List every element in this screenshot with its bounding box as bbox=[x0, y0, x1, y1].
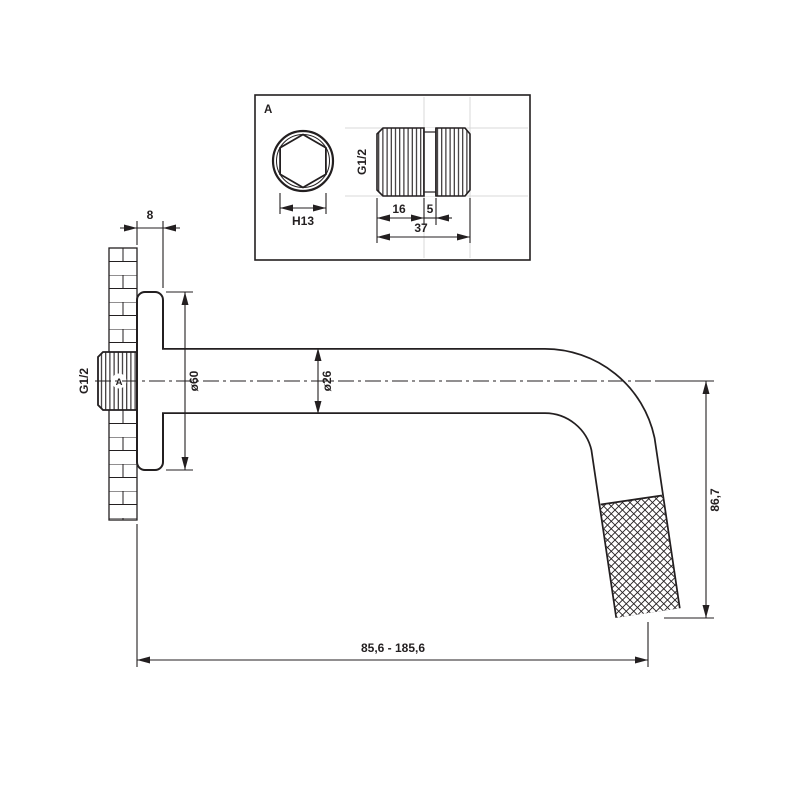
detail-marker-label: A bbox=[116, 377, 123, 388]
detail-box-label: A bbox=[264, 104, 272, 116]
dim-label: 5 bbox=[427, 202, 434, 216]
dim-label: 16 bbox=[392, 202, 406, 216]
inlet-thread-size-label: G1/2 bbox=[77, 368, 91, 394]
thread-right-outline bbox=[435, 127, 471, 197]
dim-label: ø26 bbox=[320, 370, 334, 391]
dim-label: 8 bbox=[147, 208, 154, 222]
dim-drop-height: 86,7 bbox=[655, 380, 722, 619]
dim-flange-diameter: ø60 bbox=[166, 291, 201, 471]
knurl-section bbox=[600, 495, 679, 618]
knurl-boundary-line bbox=[600, 494, 663, 506]
hex-socket bbox=[279, 133, 327, 189]
groove-body bbox=[424, 128, 436, 196]
thread-right-lines bbox=[436, 128, 470, 196]
dim-label: 85,6 - 185,6 bbox=[361, 641, 425, 655]
dim-spout-diameter: ø26 bbox=[314, 348, 334, 414]
thread-left-lines bbox=[377, 128, 424, 196]
dim-thread-lengths: 16 5 37 bbox=[376, 198, 471, 243]
dim-label: 86,7 bbox=[708, 488, 722, 512]
detail-marker-halo bbox=[111, 373, 127, 389]
dim-hex-socket: H13 bbox=[279, 193, 327, 228]
hex-socket-view bbox=[271, 129, 335, 193]
thread-fitting-view bbox=[376, 127, 471, 197]
fitting-thread-size-label: G1/2 bbox=[355, 149, 369, 175]
dim-label: H13 bbox=[292, 214, 314, 228]
dim-label: 37 bbox=[414, 221, 428, 235]
dim-flange-depth: 8 bbox=[120, 208, 180, 288]
spout-inner bbox=[162, 349, 679, 618]
dim-reach: 85,6 - 185,6 bbox=[136, 524, 649, 667]
dim-label: ø60 bbox=[187, 370, 201, 391]
spout-tube bbox=[162, 348, 681, 618]
socket-outer-circle bbox=[271, 129, 335, 193]
detail-view-box: A H13 G1/2 bbox=[254, 94, 531, 261]
